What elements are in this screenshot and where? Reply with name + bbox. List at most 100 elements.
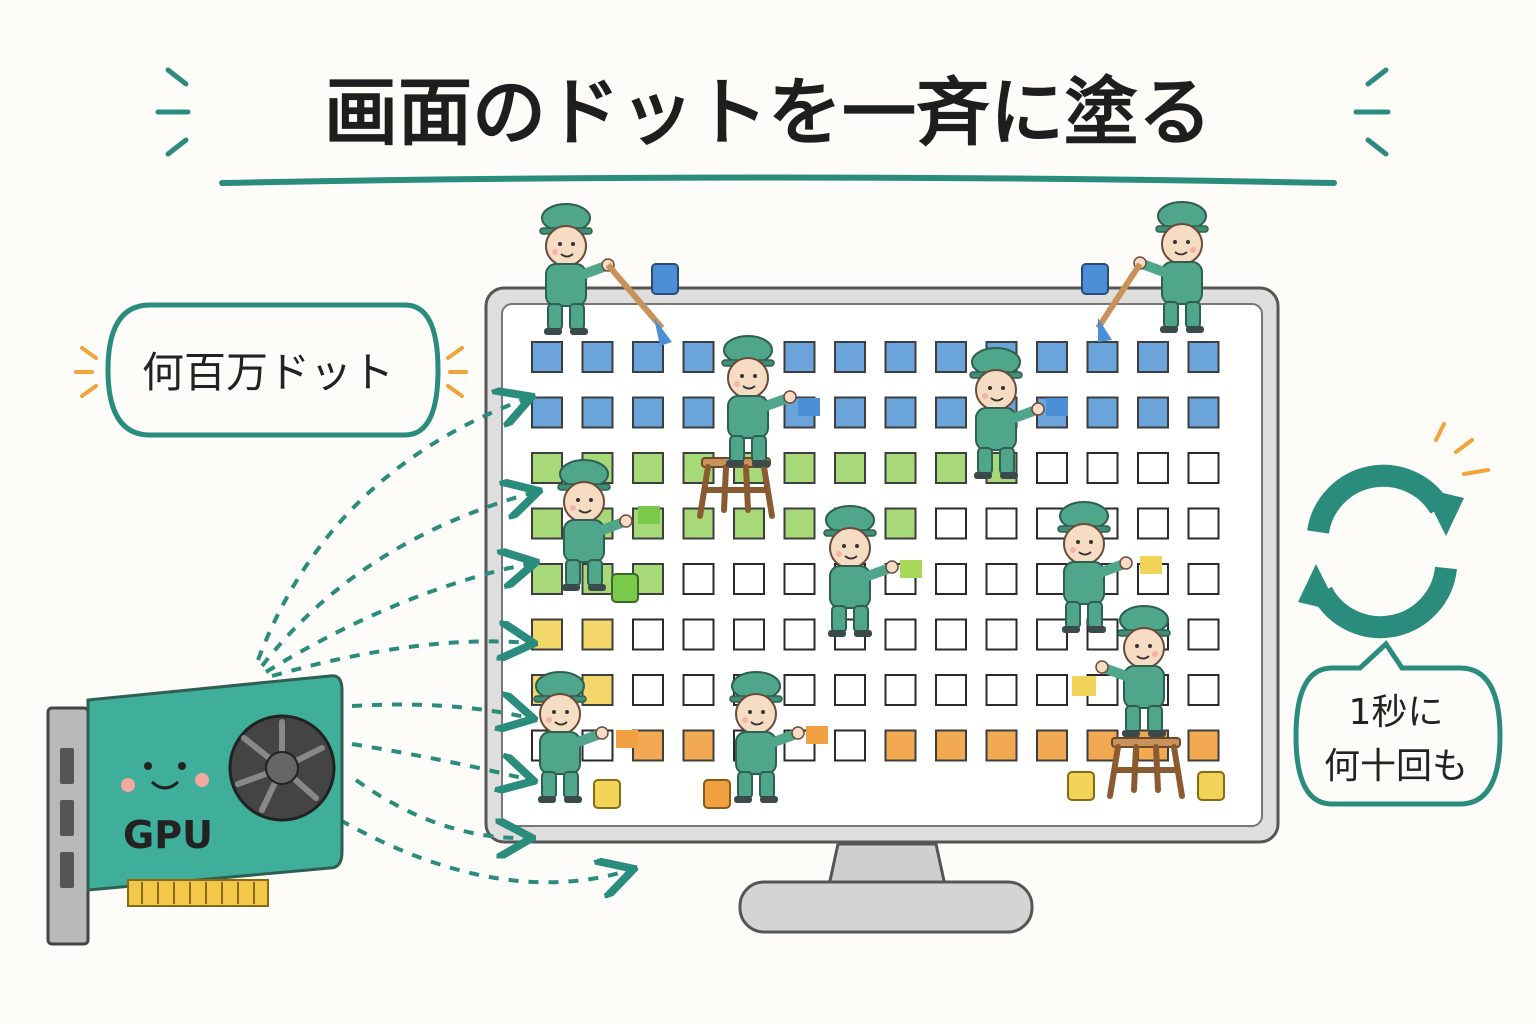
- page-title: 画面のドットを一斉に塗る: [324, 70, 1212, 156]
- pixel-dot: [531, 507, 563, 540]
- pixel-dot: [581, 618, 614, 651]
- pixel-dot: [935, 341, 967, 373]
- pixel-dot: [632, 396, 664, 429]
- pixel-dot: [935, 452, 967, 484]
- pixel-dot: [1187, 341, 1220, 373]
- right-bubble-line1: 1秒に: [1349, 692, 1444, 733]
- pixel-dot: [1036, 618, 1068, 651]
- pixel-dot: [985, 563, 1018, 595]
- pixel-dot: [632, 341, 664, 373]
- gpu-eye-left: [144, 762, 152, 770]
- pixel-dot: [682, 729, 715, 762]
- pixel-dot: [1036, 563, 1068, 595]
- pixel-dot: [682, 563, 715, 595]
- pixel-dot: [1187, 674, 1220, 706]
- pixel-dot: [985, 674, 1018, 706]
- pixel-dot: [1187, 396, 1220, 429]
- pixel-dot: [884, 729, 917, 762]
- pixel-dot: [884, 452, 917, 484]
- pixel-dot: [1036, 452, 1068, 484]
- left-bubble: [105, 302, 441, 438]
- pixel-dot: [834, 396, 866, 429]
- pixel-dot: [733, 563, 765, 595]
- pixel-dot: [884, 507, 917, 540]
- pixel-dot: [581, 341, 614, 373]
- pixel-dot: [581, 674, 614, 706]
- title-accent-marks: [155, 67, 1391, 157]
- pixel-dot: [884, 396, 917, 429]
- pixel-dot: [1187, 507, 1220, 540]
- right-bubble-line2: 何十回も: [1324, 746, 1468, 787]
- pixel-dot: [884, 341, 917, 373]
- pixel-dot: [1086, 396, 1119, 429]
- pixel-dot: [733, 618, 765, 651]
- pixel-dot: [783, 507, 816, 540]
- pixel-dot: [1086, 341, 1119, 373]
- pixel-dot: [682, 396, 715, 429]
- pixel-dot: [1036, 674, 1068, 706]
- pixel-dot: [1036, 341, 1068, 373]
- paint-bucket-icon: [651, 263, 679, 295]
- worker-icon: [1095, 202, 1208, 333]
- pixel-dot: [531, 452, 563, 484]
- paint-bucket-icon: [703, 779, 731, 809]
- worker-icon: [540, 204, 672, 346]
- pixel-dot: [531, 563, 563, 595]
- pixel-dot: [1086, 452, 1119, 484]
- left-bubble-text: 何百万ドット: [142, 348, 394, 397]
- pixel-dot: [682, 341, 715, 373]
- paint-bucket-icon: [1081, 263, 1109, 295]
- pixel-dot: [1137, 452, 1169, 484]
- fan-icon: [228, 714, 336, 822]
- pixel-dot: [783, 674, 816, 706]
- pixel-dot: [1137, 396, 1169, 429]
- pixel-dot: [1187, 452, 1220, 484]
- pixel-dot: [733, 507, 765, 540]
- pixel-dot: [985, 507, 1018, 540]
- title-underline: [219, 174, 1337, 186]
- pixel-dot: [682, 674, 715, 706]
- pixel-dot: [783, 563, 816, 595]
- pixel-dot: [834, 729, 866, 762]
- pixel-dot: [531, 618, 563, 651]
- pixel-dot: [1137, 507, 1169, 540]
- paint-bucket-icon: [593, 779, 621, 809]
- pixel-dot: [531, 396, 563, 429]
- pixel-dot: [834, 674, 866, 706]
- pixel-dot: [834, 341, 866, 373]
- right-bubble: [1293, 640, 1503, 807]
- pixel-dot: [985, 729, 1018, 762]
- pixel-dot: [985, 618, 1018, 651]
- pixel-dot: [884, 674, 917, 706]
- pixel-dot: [682, 618, 715, 651]
- pixel-dot: [935, 729, 967, 762]
- pixel-dot: [935, 674, 967, 706]
- pixel-dot: [1036, 729, 1068, 762]
- paint-bucket-icon: [1067, 771, 1095, 801]
- refresh-cycle-icon: [1307, 464, 1457, 639]
- pixel-dot: [935, 618, 967, 651]
- pixel-dot: [581, 396, 614, 429]
- pixel-dot: [1137, 341, 1169, 373]
- pixel-dot: [783, 452, 816, 484]
- gpu-label: GPU: [123, 813, 213, 857]
- pixel-dot: [632, 674, 664, 706]
- pixel-dot: [1187, 563, 1220, 595]
- pixel-dot: [1187, 618, 1220, 651]
- gpu-eye-right: [178, 762, 186, 770]
- pixel-dot: [1187, 729, 1220, 762]
- pixel-dot: [935, 507, 967, 540]
- pixel-dot: [632, 618, 664, 651]
- data-flow-arrows: [256, 398, 630, 882]
- pixel-dot: [783, 618, 816, 651]
- left-bubble-burst: [74, 346, 468, 398]
- paint-bucket-icon: [1197, 771, 1225, 801]
- pixel-dot: [531, 341, 563, 373]
- pixel-dot: [935, 396, 967, 429]
- pixel-dot: [632, 452, 664, 484]
- pixel-dot: [884, 618, 917, 651]
- pixel-dot: [935, 563, 967, 595]
- refresh-burst: [1434, 422, 1490, 476]
